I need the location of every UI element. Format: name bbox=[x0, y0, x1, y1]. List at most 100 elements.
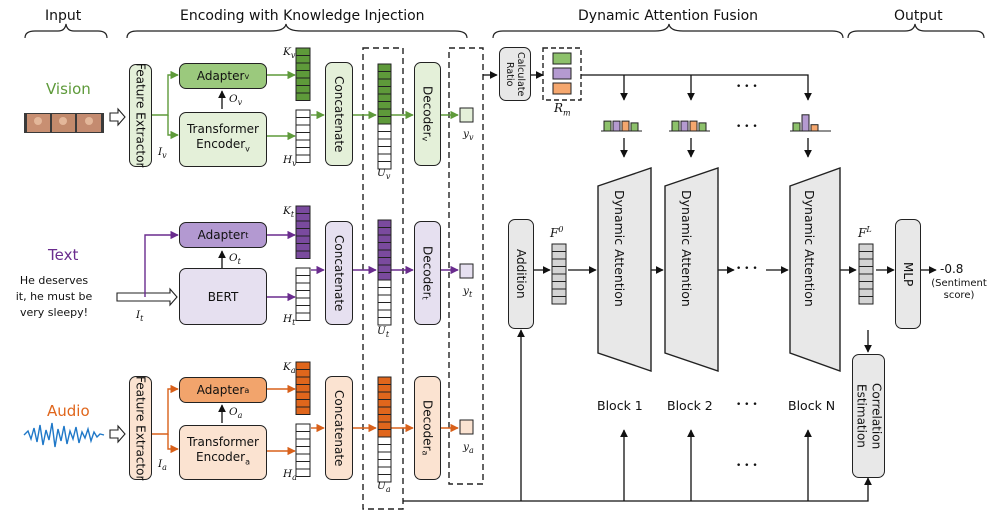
symbol-Kv: Kv bbox=[283, 46, 296, 61]
audio-hidden-token bbox=[295, 461, 311, 470]
fusion-input-token bbox=[551, 251, 567, 260]
vision-unified-token bbox=[377, 161, 392, 170]
audio-unified-token bbox=[377, 384, 392, 393]
text-unified-token bbox=[377, 234, 392, 243]
text-unified-token bbox=[377, 287, 392, 296]
symbol-Ia: Ia bbox=[158, 458, 167, 473]
text-unified-token bbox=[377, 242, 392, 251]
header-output: Output bbox=[894, 8, 943, 24]
fusion-output-token bbox=[858, 266, 874, 275]
fusion-output-token bbox=[858, 251, 874, 260]
vision-key-token bbox=[295, 77, 311, 86]
symbol-yt: yt bbox=[463, 285, 473, 300]
audio-hidden-token bbox=[295, 453, 311, 462]
symbol-Rm: Rm bbox=[554, 101, 571, 118]
audio-key-token bbox=[295, 399, 311, 408]
vision-hidden-token bbox=[295, 109, 311, 118]
dynamic-attention-text-n: Dynamic Attention bbox=[802, 190, 817, 307]
ratio-bar bbox=[603, 120, 612, 132]
ellipsis-bottom: • • • bbox=[736, 461, 758, 471]
audio-unified-token bbox=[377, 436, 392, 445]
text-hidden-token bbox=[295, 290, 311, 299]
symbol-Ot: Ot bbox=[229, 252, 241, 267]
ellipsis-bars: • • • bbox=[736, 122, 758, 132]
audio-unified-token bbox=[377, 429, 392, 438]
fusion-input-token bbox=[551, 273, 567, 282]
fusion-input-token bbox=[551, 288, 567, 297]
symbol-Ha: Ha bbox=[283, 468, 297, 483]
text-key-token bbox=[295, 205, 311, 214]
audio-unified-token bbox=[377, 414, 392, 423]
header-braces bbox=[24, 23, 985, 39]
dynamic-attention-text-1: Dynamic Attention bbox=[612, 190, 627, 307]
text-unified-token bbox=[377, 219, 392, 228]
unified-representation-frame bbox=[362, 47, 404, 510]
vision-arrows bbox=[152, 70, 459, 141]
audio-unified-token bbox=[377, 459, 392, 468]
modality-audio-label: Audio bbox=[47, 402, 90, 420]
audio-hidden-token bbox=[295, 423, 311, 432]
vision-hidden-token bbox=[295, 132, 311, 141]
vision-unified-token bbox=[377, 71, 392, 80]
audio-key-token bbox=[295, 376, 311, 385]
addition-box: Addition bbox=[508, 219, 534, 329]
vision-key-token bbox=[295, 70, 311, 79]
ratio-bar bbox=[689, 120, 698, 132]
vision-key-token bbox=[295, 47, 311, 56]
text-unified-token bbox=[377, 317, 392, 326]
vision-unified-token bbox=[377, 108, 392, 117]
symbol-Uv: Uv bbox=[377, 167, 391, 182]
ellipsis-block: • • • bbox=[736, 400, 758, 410]
audio-unified-token bbox=[377, 444, 392, 453]
vision-unified-token bbox=[377, 123, 392, 132]
vision-hidden-token bbox=[295, 139, 311, 148]
vision-hidden-token bbox=[295, 117, 311, 126]
vision-concatenate: Concatenate bbox=[325, 62, 353, 166]
text-unified-token bbox=[377, 279, 392, 288]
dynamic-attention-block-1 bbox=[597, 167, 652, 372]
vision-unified-token bbox=[377, 146, 392, 155]
fusion-input-token bbox=[551, 243, 567, 252]
decoder-output-frame bbox=[448, 47, 484, 485]
ratio-bar bbox=[810, 124, 819, 132]
symbol-Ov: Ov bbox=[229, 93, 243, 108]
text-decoder: Decodert bbox=[414, 221, 441, 325]
symbol-ya: ya bbox=[463, 441, 474, 456]
text-key-token bbox=[295, 250, 311, 259]
vision-unified-token bbox=[377, 116, 392, 125]
audio-concatenate: Concatenate bbox=[325, 376, 353, 480]
text-key-token bbox=[295, 213, 311, 222]
vision-hidden-token bbox=[295, 147, 311, 156]
fusion-output-token bbox=[858, 288, 874, 297]
audio-unified-token bbox=[377, 391, 392, 400]
text-key-token bbox=[295, 235, 311, 244]
audio-hidden-token bbox=[295, 438, 311, 447]
audio-hidden-token bbox=[295, 446, 311, 455]
dynamic-attention-block-2 bbox=[664, 167, 719, 372]
block-label-n: Block N bbox=[788, 398, 836, 413]
fusion-output-token bbox=[858, 258, 874, 267]
audio-key-token bbox=[295, 406, 311, 415]
vision-hidden-token bbox=[295, 124, 311, 133]
audio-key-token bbox=[295, 391, 311, 400]
text-unified-token bbox=[377, 309, 392, 318]
audio-arrows bbox=[152, 384, 459, 456]
text-unified-token bbox=[377, 227, 392, 236]
text-prediction-token bbox=[459, 263, 474, 279]
text-unified-token bbox=[377, 249, 392, 258]
output-note: (Sentiment score) bbox=[931, 278, 987, 301]
audio-unified-token bbox=[377, 421, 392, 430]
vision-hidden-token bbox=[295, 154, 311, 163]
vision-unified-token bbox=[377, 63, 392, 72]
text-unified-token bbox=[377, 257, 392, 266]
modality-vision-label: Vision bbox=[46, 80, 91, 98]
vision-unified-token bbox=[377, 131, 392, 140]
header-fusion: Dynamic Attention Fusion bbox=[578, 8, 759, 24]
text-hidden-token bbox=[295, 312, 311, 321]
